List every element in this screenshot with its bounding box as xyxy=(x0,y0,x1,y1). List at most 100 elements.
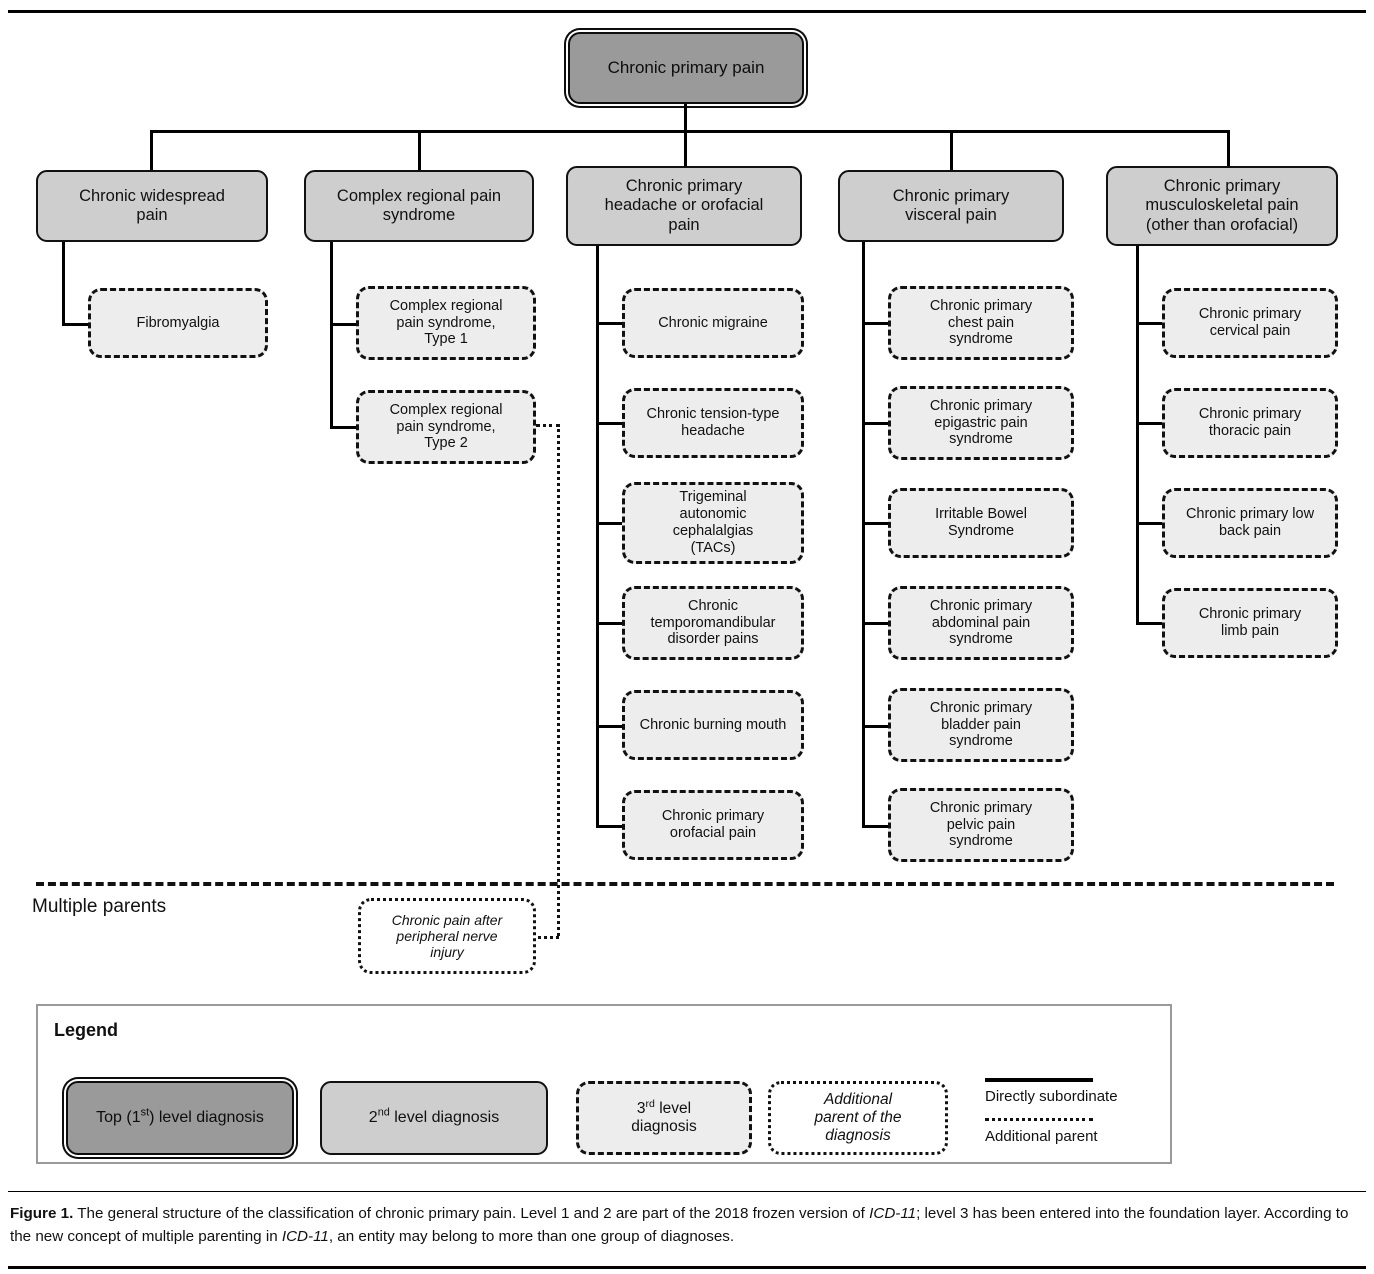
connector-addparent-top-segment xyxy=(536,424,560,427)
node-chronic-burning-mouth[interactable]: Chronic burning mouth xyxy=(622,690,804,760)
node-label: Fibromyalgia xyxy=(136,314,220,331)
connector-stub-crps-1 xyxy=(330,323,360,326)
legend-label-level2: 2nd level diagnosis xyxy=(368,1106,500,1126)
connector-stub-head-1 xyxy=(596,322,626,325)
connector-drop-visc xyxy=(950,130,953,172)
node-label: Chronic migraine xyxy=(658,314,768,331)
connector-spine-head xyxy=(596,246,599,827)
multiple-parents-divider xyxy=(36,882,1334,886)
connector-stub-head-3 xyxy=(596,522,626,525)
top-rule xyxy=(8,10,1366,13)
legend-swatch-level2: 2nd level diagnosis xyxy=(320,1081,548,1155)
connector-stub-head-2 xyxy=(596,422,626,425)
legend-line-dotted-sample xyxy=(985,1118,1093,1121)
connector-stub-musc-3 xyxy=(1136,522,1166,525)
legend-title: Legend xyxy=(54,1020,119,1040)
caption-top-rule xyxy=(8,1191,1366,1192)
connector-stub-visc-4 xyxy=(862,622,892,625)
connector-stub-head-6 xyxy=(596,825,626,828)
connector-stub-visc-1 xyxy=(862,322,892,325)
connector-spine-musc xyxy=(1136,246,1139,625)
connector-drop-head xyxy=(684,130,687,172)
connector-stub-fibromyalgia xyxy=(62,323,90,326)
node-fibromyalgia[interactable]: Fibromyalgia xyxy=(88,288,268,358)
caption-text: The general structure of the classificat… xyxy=(10,1205,1349,1246)
connector-stub-musc-4 xyxy=(1136,622,1166,625)
connector-drop-cwp xyxy=(150,130,153,172)
connector-drop-musc xyxy=(1227,130,1230,172)
connector-spine-cwp xyxy=(62,242,65,326)
node-label: Chronic burning mouth xyxy=(639,716,787,733)
connector-trunk-vertical xyxy=(684,104,687,132)
connector-addparent-bottom-segment xyxy=(533,936,559,939)
connector-stub-visc-2 xyxy=(862,422,892,425)
connector-stub-head-5 xyxy=(596,725,626,728)
connector-stub-musc-2 xyxy=(1136,422,1166,425)
caption-prefix: Figure 1. xyxy=(10,1205,74,1222)
legend-label-level1: Top (1st) level diagnosis xyxy=(96,1106,264,1126)
legend-label-additional-parent-line: Additional parent xyxy=(985,1128,1098,1145)
legend-swatch-level1: Top (1st) level diagnosis xyxy=(66,1081,294,1155)
multiple-parents-label: Multiple parents xyxy=(32,896,167,917)
node-chronic-primary-pain[interactable]: Chronic primary pain xyxy=(568,32,804,104)
connector-spine-crps xyxy=(330,242,333,429)
connector-stub-visc-3 xyxy=(862,522,892,525)
node-label: Chronic primary pain xyxy=(607,58,765,78)
legend-line-solid-sample xyxy=(985,1078,1093,1082)
legend-label-directly-subordinate: Directly subordinate xyxy=(985,1088,1118,1105)
connector-stub-visc-6 xyxy=(862,825,892,828)
connector-drop-crps xyxy=(418,130,421,172)
node-chronic-migraine[interactable]: Chronic migraine xyxy=(622,288,804,358)
connector-stub-visc-5 xyxy=(862,725,892,728)
connector-bus-horizontal xyxy=(150,130,1230,133)
bottom-rule xyxy=(8,1266,1366,1269)
